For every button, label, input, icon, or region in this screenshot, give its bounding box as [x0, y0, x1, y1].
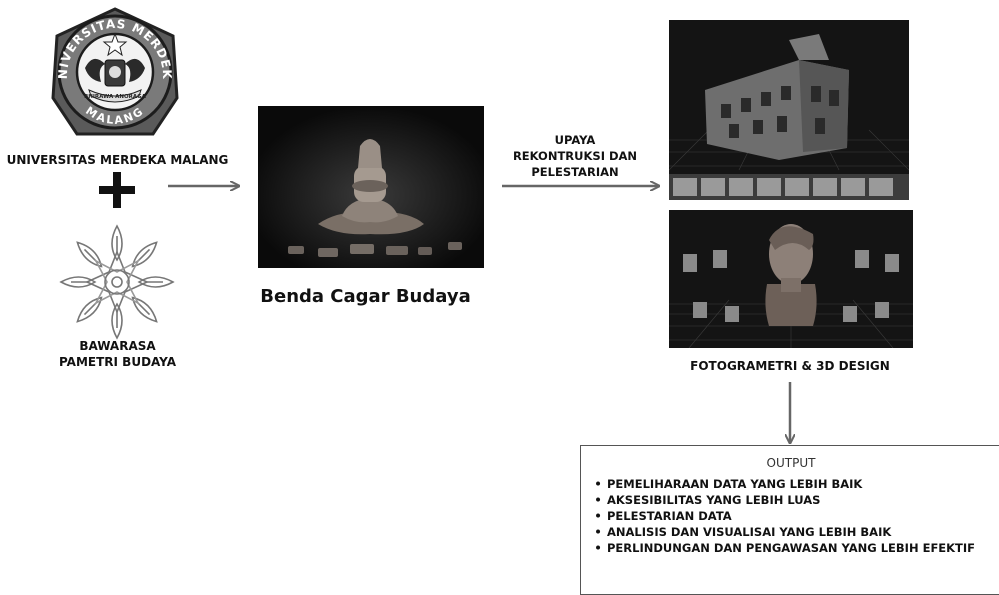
building-3d-render — [669, 20, 909, 200]
output-item-label: PEMELIHARAAN DATA YANG LEBIH BAIK — [607, 477, 863, 491]
output-item-label: PELESTARIAN DATA — [607, 509, 732, 523]
bullet-icon: • — [594, 525, 602, 539]
bawarasa-caption: BAWARASA PAMETRI BUDAYA — [20, 338, 215, 370]
bullet-icon: • — [594, 493, 602, 507]
university-logo-icon: UNIVERSITAS MERDEKA MALANG BHIRAWA ANORA… — [45, 6, 179, 136]
photogrammetry-caption: FOTOGRAMETRI & 3D DESIGN — [690, 359, 890, 373]
plus-icon — [99, 172, 135, 208]
bullet-icon: • — [594, 509, 602, 523]
bawarasa-caption-line1: BAWARASA — [79, 339, 156, 353]
output-title: OUTPUT — [766, 456, 816, 470]
output-item-label: ANALISIS DAN VISUALISAI YANG LEBIH BAIK — [607, 525, 892, 539]
list-item: • PELESTARIAN DATA — [589, 508, 975, 524]
bawarasa-caption-line2: PAMETRI BUDAYA — [58, 355, 176, 369]
list-item: • ANALISIS DAN VISUALISAI YANG LEBIH BAIK — [589, 524, 975, 540]
artifact-caption: Benda Cagar Budaya — [260, 286, 471, 307]
output-item-label: AKSESIBILITAS YANG LEBIH LUAS — [607, 493, 821, 507]
svg-text:BHIRAWA ANORAGA: BHIRAWA ANORAGA — [84, 94, 147, 100]
output-box: OUTPUT • PEMELIHARAAN DATA YANG LEBIH BAI… — [580, 445, 999, 595]
output-item-label: PERLINDUNGAN DAN PENGAWASAN YANG LEBIH E… — [607, 541, 976, 555]
output-list: • PEMELIHARAAN DATA YANG LEBIH BAIK • AKSE… — [589, 476, 975, 556]
list-item: • PEMELIHARAAN DATA YANG LEBIH BAIK — [589, 476, 975, 492]
bullet-icon: • — [594, 477, 602, 491]
list-item: • AKSESIBILITAS YANG LEBIH LUAS — [589, 492, 975, 508]
list-item: • PERLINDUNGAN DAN PENGAWASAN YANG LEBIH … — [589, 540, 975, 556]
arrows-layer — [168, 0, 999, 580]
university-caption: UNIVERSITAS MERDEKA MALANG — [6, 153, 229, 167]
process-label-line2: REKONTRUKSI DAN — [512, 149, 638, 163]
process-label: UPAYA REKONTRUKSI DAN PELESTARIAN — [500, 132, 650, 180]
process-label-line3: PELESTARIAN — [531, 165, 619, 179]
artifact-photo — [258, 106, 484, 268]
mandala-logo-icon — [60, 224, 174, 339]
process-label-line1: UPAYA — [554, 133, 596, 147]
bullet-icon: • — [594, 541, 602, 555]
bust-3d-render — [669, 210, 913, 348]
